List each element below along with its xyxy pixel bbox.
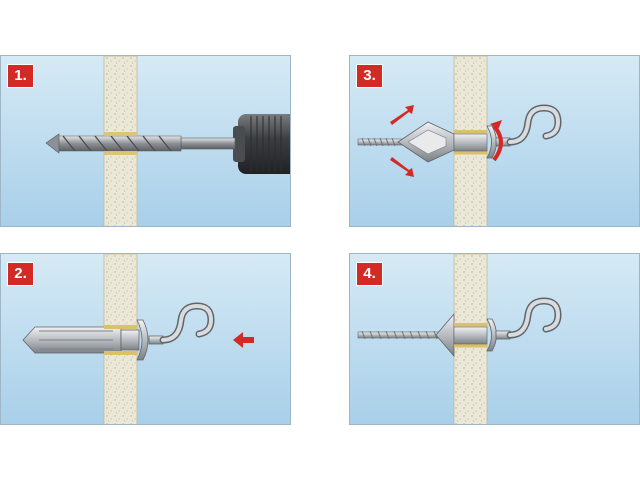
hook-screw [495, 297, 562, 340]
hollow-wall-anchor [22, 319, 149, 361]
rotate-arrow-icon [490, 120, 503, 162]
step-2-badge: 2. [7, 262, 34, 286]
drilling-illustration [1, 56, 290, 226]
drill-chuck [233, 114, 290, 174]
step-4-panel: 4. [349, 253, 640, 425]
step-4-badge: 4. [356, 262, 383, 286]
expanded-anchor [435, 312, 497, 358]
step-2-panel: 2. [0, 253, 291, 425]
installed-anchor-illustration [350, 254, 639, 424]
step-1-panel: 1. [0, 55, 291, 227]
step-3-badge: 3. [356, 64, 383, 88]
expand-arrow-down-icon [390, 157, 414, 177]
expanded-anchor [397, 121, 497, 163]
drill-bit [45, 132, 236, 155]
step-1-badge: 1. [7, 64, 34, 88]
expand-anchor-illustration [350, 56, 639, 226]
step-3-panel: 3. [349, 55, 640, 227]
hook-screw [148, 302, 215, 345]
push-arrow-icon [233, 332, 254, 348]
expand-arrow-up-icon [390, 105, 414, 125]
insert-anchor-illustration [1, 254, 290, 424]
